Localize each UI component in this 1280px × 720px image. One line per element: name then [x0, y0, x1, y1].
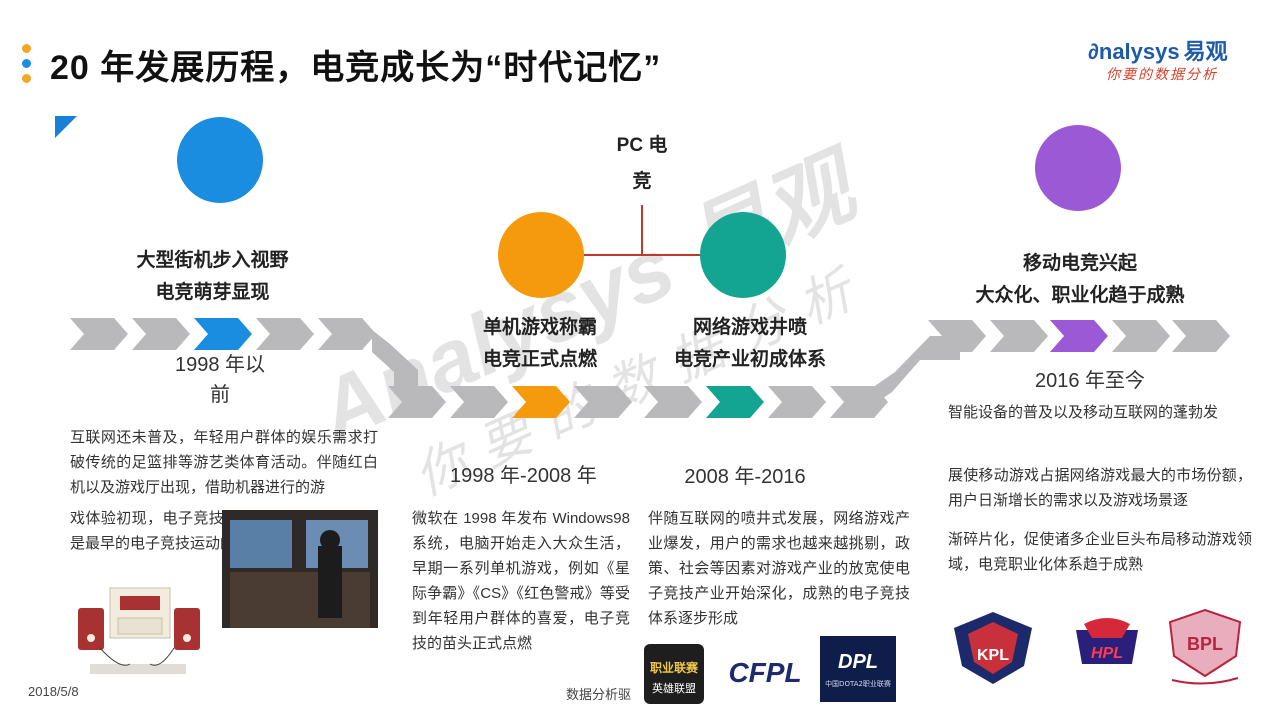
arcade-photo: [222, 510, 378, 628]
famicom-console-photo: [70, 578, 206, 680]
chevron-row2-4: [644, 386, 702, 418]
footer-center-text: 数据分析驱: [566, 687, 632, 702]
stage4-description: 智能设备的普及以及移动互联网的蓬勃发 展使移动游戏占据网络游戏最大的市场份额，用…: [948, 404, 1252, 573]
pc-esports-label: PC 电 竞: [616, 135, 668, 192]
cfpl-logo: CFPL: [720, 642, 810, 702]
dpl-logo-text: DPL: [838, 651, 878, 673]
chevron-row2-3: [574, 386, 632, 418]
chevron-row2-1: [450, 386, 508, 418]
chevron-row1-2: [194, 318, 252, 350]
chevron-row3-1: [990, 320, 1048, 352]
stage1-title: 大型街机步入视野 电竞萌芽显现: [136, 250, 289, 303]
logo-a-icon: ∂: [1088, 39, 1099, 64]
logo-brand-cn: 易观: [1183, 39, 1228, 64]
kpl-logo: KPL: [948, 608, 1038, 688]
lpl-logo-bottom-text: 英雄联盟: [652, 681, 696, 695]
page-title: 20 年发展历程，电竞成长为“时代记忆”: [50, 49, 662, 87]
lpl-logo-top-text: 职业联赛: [650, 660, 699, 675]
stage2-title: 单机游戏称霸 电竞正式点燃: [482, 317, 597, 370]
stage3-year: 2008 年-2016: [684, 466, 806, 488]
chevron-row1-4: [318, 318, 376, 350]
stage4-year: 2016 年至今: [1034, 370, 1146, 392]
dpl-logo-subtitle: 中国DOTA2职业联赛: [825, 679, 891, 688]
chevron-row2-2: [512, 386, 570, 418]
logo-slogan: 你要的数据分析: [1106, 66, 1218, 82]
connector-arrow-1: [372, 330, 418, 394]
kpl-logo-text: KPL: [977, 647, 1009, 664]
footer-date: 2018/5/8: [28, 684, 79, 699]
bpl-logo: BPL: [1162, 606, 1248, 690]
logo-brand-text: nalysys: [1098, 39, 1180, 64]
hpl-logo-text: HPL: [1091, 645, 1123, 662]
chevron-row1-0: [70, 318, 128, 350]
corner-triangle-decoration: [55, 116, 77, 138]
stage3-description: 伴随互联网的喷井式发展，网络游戏产业爆发，用户的需求也越来越挑剔，政策、社会等因…: [648, 510, 910, 627]
chevron-row2-5: [706, 386, 764, 418]
stage2-year: 1998 年-2008 年: [450, 465, 597, 487]
stage2-circle: [498, 212, 584, 298]
dpl-logo: DPL 中国DOTA2职业联赛: [820, 636, 896, 702]
stage3-title: 网络游戏井喷 电竞产业初成体系: [673, 317, 826, 370]
cfpl-logo-text: CFPL: [728, 657, 801, 688]
stage2-description: 微软在 1998 年发布 Windows98 系统，电脑开始走入大众生活，早期一…: [412, 510, 630, 652]
stage4-title: 移动电竞兴起 大众化、职业化趋于成熟: [975, 253, 1185, 306]
lpl-logo: 职业联赛 英雄联盟: [640, 640, 708, 708]
connector-arrow-2: [872, 336, 960, 406]
chevron-row1-1: [132, 318, 190, 350]
chevron-row3-4: [1172, 320, 1230, 352]
hpl-logo: HPL: [1062, 612, 1152, 682]
stage1-circle: [177, 117, 263, 203]
chevron-row1-3: [256, 318, 314, 350]
chevron-row3-2: [1050, 320, 1108, 352]
stage4-circle: [1035, 125, 1121, 211]
bpl-logo-text: BPL: [1187, 634, 1223, 654]
stage1-year: 1998 年以 前: [174, 354, 266, 406]
stage3-circle: [700, 212, 786, 298]
chevron-row3-3: [1112, 320, 1170, 352]
chevron-row2-6: [768, 386, 826, 418]
title-bullet-dots: [22, 44, 32, 84]
